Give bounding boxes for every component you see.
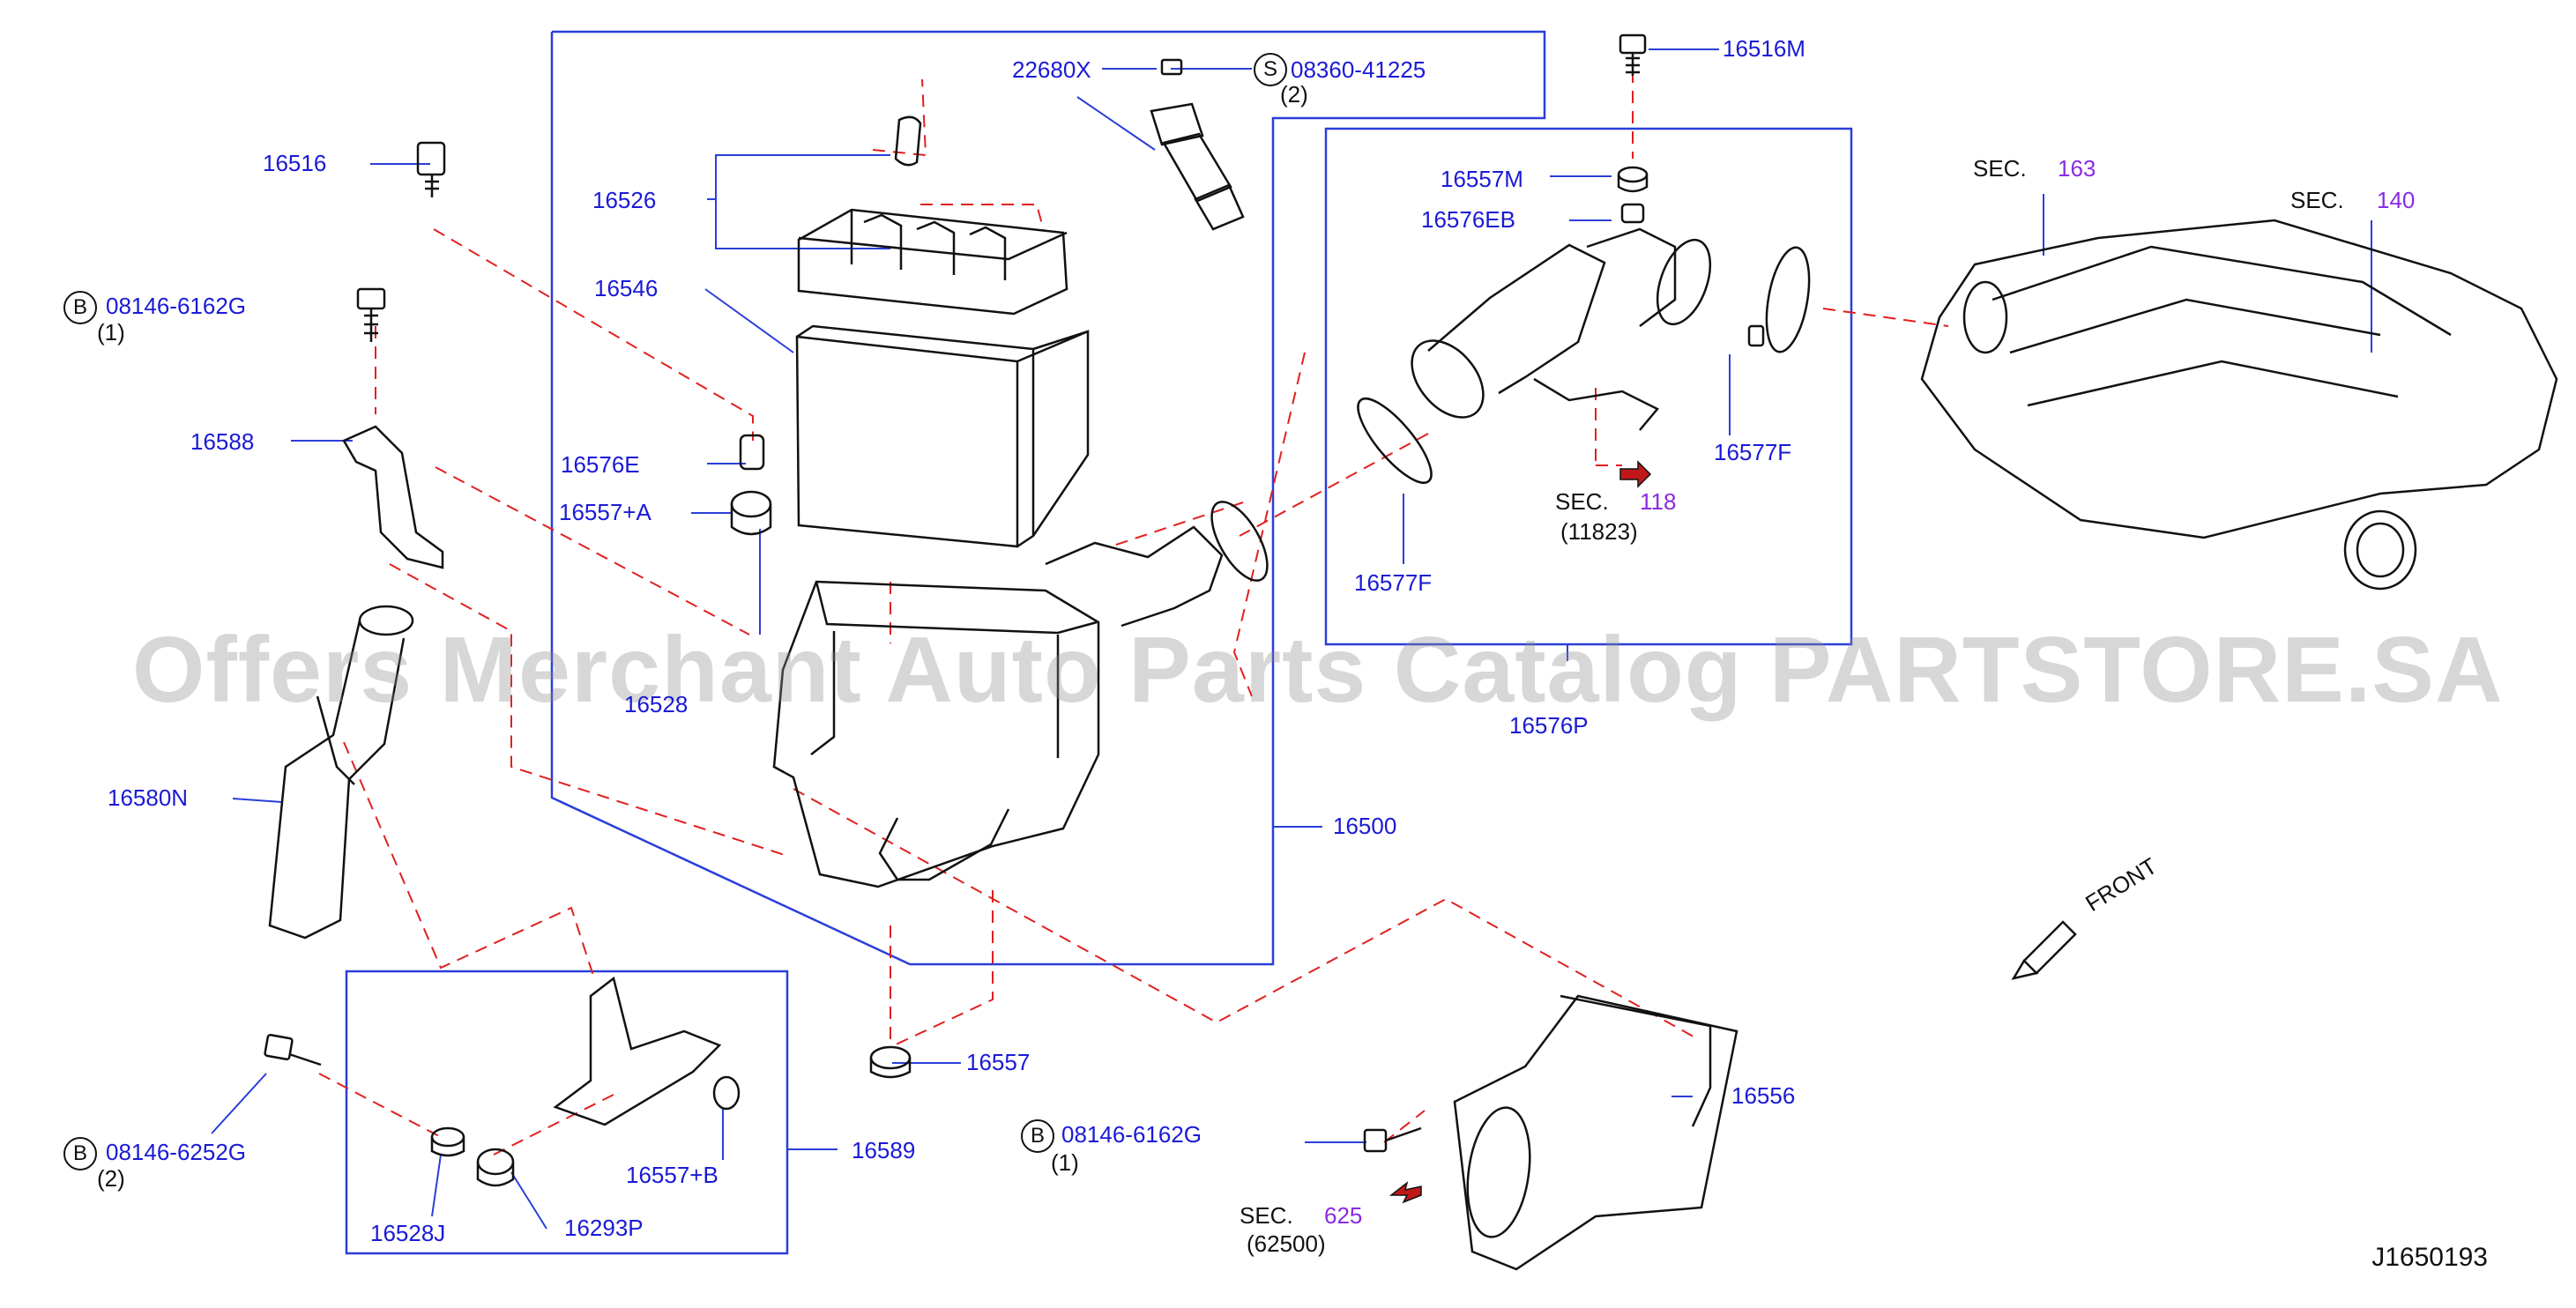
air-filter-element-art (795, 324, 1090, 548)
bracket-16588-art (342, 425, 444, 569)
symbol-b-icon-c: B (1021, 1119, 1054, 1153)
bolt-08146-6162G-a-art (356, 287, 386, 342)
sec118-number[interactable]: 118 (1640, 488, 1677, 515)
box-16500 (550, 30, 1546, 966)
group-boxes (345, 30, 1853, 1255)
bolt-16516M-art (1619, 33, 1647, 76)
label-16557B[interactable]: 16557+B (626, 1162, 718, 1188)
sec163-prefix: SEC. (1973, 155, 2027, 182)
bolt-08146-6252G-art (264, 1033, 322, 1066)
leader-lines (211, 48, 2372, 1230)
label-08146-6162G-a[interactable]: 08146-6162G (106, 293, 247, 319)
label-08146-6252G-qty: (2) (97, 1165, 125, 1192)
label-16500[interactable]: 16500 (1333, 813, 1397, 839)
label-16528[interactable]: 16528 (624, 691, 689, 717)
label-16556[interactable]: 16556 (1731, 1082, 1796, 1109)
symbol-b-icon-a: B (63, 291, 97, 324)
bracket-16589-art (553, 976, 741, 1126)
label-16516[interactable]: 16516 (263, 150, 327, 176)
bolt-08146-6162G-b-art (1363, 1126, 1422, 1153)
intake-duct-16576P-art (1357, 227, 1712, 484)
grommet-16528J-art (430, 1126, 465, 1157)
label-16516M[interactable]: 16516M (1723, 35, 1805, 62)
label-16589[interactable]: 16589 (852, 1137, 916, 1163)
label-16557[interactable]: 16557 (966, 1049, 1031, 1075)
box-16576P (1324, 127, 1853, 646)
label-16557A[interactable]: 16557+A (559, 499, 651, 525)
sec118-prefix: SEC. (1555, 488, 1609, 515)
label-16576EB[interactable]: 16576EB (1421, 206, 1515, 233)
label-16293P[interactable]: 16293P (564, 1215, 644, 1241)
bolt-16516-art (416, 141, 446, 197)
label-16546[interactable]: 16546 (594, 275, 659, 301)
diagram-code: J1650193 (2371, 1243, 2488, 1272)
watermark-text: Offers Merchant Auto Parts Catalog PARTS… (132, 618, 2504, 722)
label-08146-6162G-b-qty: (1) (1051, 1149, 1079, 1176)
label-08146-6162G-a-qty: (1) (97, 319, 125, 346)
sec163-number[interactable]: 163 (2058, 155, 2096, 182)
symbol-b-icon-b: B (63, 1137, 97, 1171)
sec140-prefix: SEC. (2290, 187, 2344, 213)
label-16557M[interactable]: 16557M (1441, 166, 1523, 192)
symbol-s-icon: S (1254, 53, 1287, 86)
label-16577F-right[interactable]: 16577F (1714, 439, 1792, 465)
mass-air-flow-sensor-art (1150, 58, 1245, 231)
air-duct-16556-art (1453, 994, 1738, 1271)
grommet-16557M-art (1617, 166, 1649, 193)
air-cleaner-cover-art (797, 208, 1068, 316)
label-16528J[interactable]: 16528J (370, 1220, 446, 1246)
front-arrow-icon (2011, 920, 2077, 980)
sec118-sub: (11823) (1560, 518, 1638, 545)
grommet-16576EB-art (1620, 203, 1645, 224)
arrow-sec118-icon (1619, 460, 1652, 488)
clamp-16577F-right-art (1747, 246, 1811, 353)
intake-manifold-art (1920, 219, 2558, 591)
sec140-number[interactable]: 140 (2377, 187, 2416, 213)
label-08146-6252G[interactable]: 08146-6252G (106, 1139, 247, 1165)
arrow-sec625-icon (1389, 1181, 1422, 1204)
sec625-number[interactable]: 625 (1324, 1202, 1363, 1229)
label-08146-6162G-b[interactable]: 08146-6162G (1061, 1121, 1202, 1148)
label-16576P[interactable]: 16576P (1509, 712, 1589, 739)
clip-16526-art (894, 115, 922, 167)
grommet-16293P-art (476, 1148, 515, 1187)
sec625-sub: (62500) (1247, 1230, 1326, 1257)
grommet-16557-art (869, 1045, 912, 1079)
label-08360-41225[interactable]: 08360-41225 (1291, 56, 1426, 83)
sec625-prefix: SEC. (1240, 1202, 1293, 1229)
label-16588[interactable]: 16588 (190, 428, 255, 455)
label-22680X[interactable]: 22680X (1012, 56, 1091, 83)
direction-arrows (1389, 460, 2077, 1204)
box-16589 (345, 970, 789, 1255)
label-16576E[interactable]: 16576E (561, 451, 640, 478)
label-16577F-left[interactable]: 16577F (1354, 569, 1433, 596)
label-08360-qty: (2) (1280, 81, 1308, 108)
label-16526[interactable]: 16526 (592, 187, 657, 213)
assembly-dash-lines (318, 71, 1949, 1156)
grommet-16576E-art (739, 434, 765, 471)
parts-artwork (264, 33, 2558, 1271)
resonator-16580N-art (268, 605, 414, 940)
air-cleaner-body-art (772, 501, 1269, 888)
label-16580N[interactable]: 16580N (108, 784, 189, 811)
grommet-16557A-art (730, 490, 772, 536)
